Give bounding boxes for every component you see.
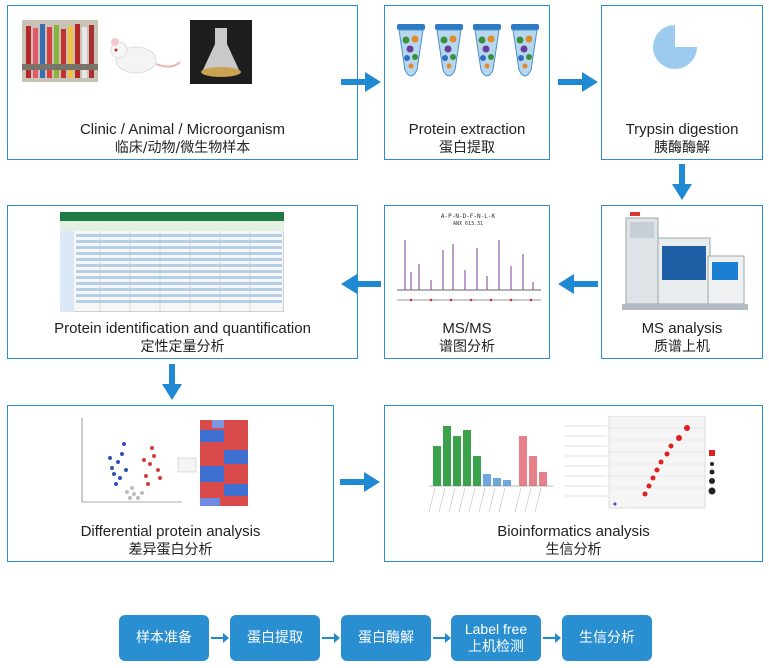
workflow-step-extraction: 蛋白提取 xyxy=(230,615,320,661)
sample-images xyxy=(22,20,252,84)
digestion-label-en: Trypsin digestion xyxy=(625,121,739,138)
bioinformatics-label-zh: 生信分析 xyxy=(545,542,602,558)
spreadsheet-image xyxy=(59,211,285,313)
sample-label-zh: 临床/动物/微生物样本 xyxy=(114,140,251,156)
volcano-heatmap-image xyxy=(72,414,282,514)
arrow-right-icon xyxy=(322,633,340,643)
workflow-step-bioinformatics: 生信分析 xyxy=(562,615,652,661)
arrow-left-icon xyxy=(558,274,598,294)
identification-box: Protein identification and quantificatio… xyxy=(7,205,358,359)
arrow-right-icon xyxy=(340,472,380,492)
workflow-step-digestion: 蛋白酶解 xyxy=(341,615,431,661)
spectrum-sequence: A-P-N-D-F-N-L-K xyxy=(441,213,496,220)
arrow-right-icon xyxy=(558,72,598,92)
arrow-right-icon xyxy=(433,633,451,643)
spectrum-subtitle: ANX 613.31 xyxy=(453,221,483,227)
msms-label-zh: 谱图分析 xyxy=(439,339,495,355)
arrow-right-icon xyxy=(341,72,381,92)
identification-label-zh: 定性定量分析 xyxy=(140,339,225,355)
bioinformatics-box: Bioinformatics analysis 生信分析 xyxy=(384,405,763,562)
arrow-down-icon xyxy=(672,164,692,200)
extraction-box: Protein extraction 蛋白提取 xyxy=(384,5,550,160)
extraction-label-zh: 蛋白提取 xyxy=(439,140,495,156)
spectrum-image: A-P-N-D-F-N-L-K ANX 613.31 xyxy=(391,210,545,316)
bioinformatics-label-en: Bioinformatics analysis xyxy=(497,523,650,540)
digestion-box: Trypsin digestion 胰酶酶解 xyxy=(601,5,763,160)
workflow-step-label: 蛋白酶解 xyxy=(358,630,414,646)
workflow-step-label: 生信分析 xyxy=(579,630,635,646)
mass-spectrometer-image xyxy=(622,210,748,314)
msms-label-en: MS/MS xyxy=(442,320,492,337)
sample-box: Clinic / Animal / Microorganism 临床/动物/微生… xyxy=(7,5,358,160)
ms-label-zh: 质谱上机 xyxy=(654,339,710,355)
workflow-step-label: 样本准备 xyxy=(136,630,192,646)
arrow-left-icon xyxy=(341,274,381,294)
enrichment-charts-image xyxy=(428,415,721,516)
extraction-label-en: Protein extraction xyxy=(408,121,526,138)
differential-label-en: Differential protein analysis xyxy=(80,523,261,540)
workflow-step-sample-prep: 样本准备 xyxy=(119,615,209,661)
arrow-down-icon xyxy=(162,364,182,400)
differential-box: Differential protein analysis 差异蛋白分析 xyxy=(7,405,334,562)
workflow-step-label: Label free xyxy=(464,621,528,637)
tubes-illustration xyxy=(395,23,541,84)
arrow-right-icon xyxy=(543,633,561,643)
workflow-step-sublabel: 上机检测 xyxy=(468,639,524,655)
workflow-step-label-free: Label free 上机检测 xyxy=(451,615,541,661)
arrow-right-icon xyxy=(211,633,229,643)
digestion-label-zh: 胰酶酶解 xyxy=(654,140,710,156)
differential-label-zh: 差异蛋白分析 xyxy=(128,542,213,558)
ms-label-en: MS analysis xyxy=(641,320,723,337)
identification-label-en: Protein identification and quantificatio… xyxy=(54,320,311,337)
ms-box: MS analysis 质谱上机 xyxy=(601,205,763,359)
workflow-step-label: 蛋白提取 xyxy=(247,630,303,646)
sample-label-en: Clinic / Animal / Microorganism xyxy=(79,121,286,138)
pie-icon xyxy=(650,22,700,72)
msms-box: A-P-N-D-F-N-L-K ANX 613.31 MS/MS 谱图分析 xyxy=(384,205,550,359)
